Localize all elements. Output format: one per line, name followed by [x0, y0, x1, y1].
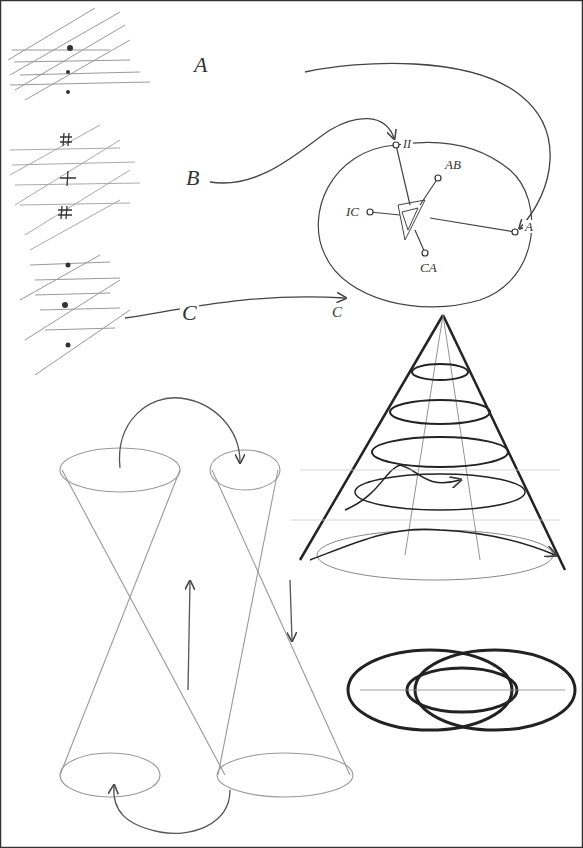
dots-c	[62, 263, 71, 348]
flow-arrows	[114, 398, 292, 834]
hatching-b	[10, 125, 140, 250]
dots-a	[66, 45, 73, 94]
double-cone	[60, 448, 353, 797]
curved-arrows	[125, 63, 550, 318]
sketch-label: CA	[418, 261, 439, 274]
circle-points	[367, 142, 518, 256]
sketch-label: B	[184, 167, 201, 189]
sketch-label: C	[180, 302, 199, 324]
cone	[290, 315, 565, 580]
marks-b	[58, 133, 76, 219]
circle-diagram	[318, 142, 532, 306]
sketch-label: II	[401, 138, 413, 150]
overlapping-rings	[348, 650, 575, 730]
sketch-label: A	[523, 220, 535, 233]
sketch-label: IC	[344, 205, 361, 218]
hatching-a	[8, 8, 150, 100]
sketch-label: AB	[443, 158, 463, 171]
hatching-c	[20, 255, 130, 375]
sketch-label: A	[192, 54, 209, 76]
sketch-label: C	[330, 305, 344, 320]
